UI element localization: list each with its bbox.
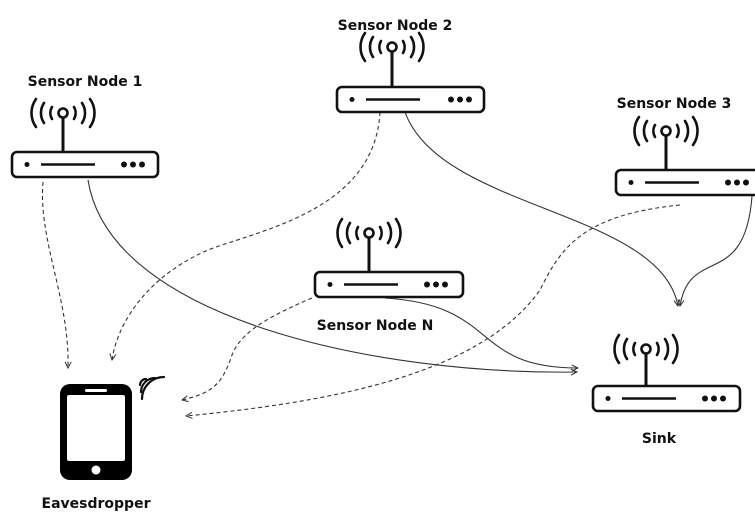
eavesdropper: Eavesdropper [42,375,166,512]
link-sensorN-to-eavesdropper [182,297,313,400]
sensor-node-n-label: Sensor Node N [317,318,434,334]
sensor-node-2: Sensor Node 2 [335,18,486,114]
sensor-node-n: Sensor Node N [313,217,465,334]
link-sensor2-to-sink [404,111,678,306]
sensor-node-2-label: Sensor Node 2 [338,18,453,34]
sink-label: Sink [642,431,677,447]
sensor-node-1-label: Sensor Node 1 [28,74,143,90]
smartphone-icon [60,384,132,480]
router-icon [614,115,755,197]
link-sensorN-to-sink [384,297,578,368]
router-icon [313,217,465,299]
sensor-node-3: Sensor Node 3 [614,96,755,197]
signal-waves-icon [138,375,166,401]
router-icon [591,333,742,413]
sink-node: Sink [591,333,742,447]
links [41,111,753,416]
link-sensor1-to-sink [87,179,577,372]
router-icon [10,97,160,179]
sensor-node-1: Sensor Node 1 [10,74,160,179]
link-sensor1-to-eavesdropper [41,181,68,368]
link-sensor3-to-eavesdropper [186,204,681,416]
sensor-node-3-label: Sensor Node 3 [617,96,732,112]
router-icon [335,31,486,114]
eavesdropper-label: Eavesdropper [42,496,151,512]
link-sensor3-to-sink [680,195,753,306]
link-sensor2-to-eavesdropper [112,111,381,360]
